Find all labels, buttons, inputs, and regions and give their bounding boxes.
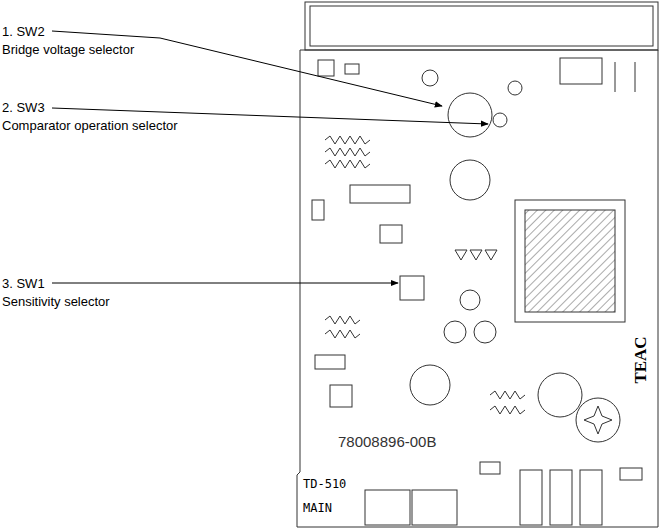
component (480, 462, 500, 474)
trace (635, 62, 636, 92)
transformer (515, 200, 625, 322)
callout-text: Sensitivity selector (2, 294, 110, 310)
trace (615, 62, 616, 92)
board-name: TD-510 (303, 476, 346, 492)
resistor-symbol (325, 160, 370, 168)
capacitor (460, 290, 480, 310)
switch-sw1 (400, 276, 424, 300)
callout-text: Comparator operation selector (2, 118, 178, 134)
terminal (550, 470, 572, 525)
trimmer-star (584, 406, 612, 434)
resistor-symbol (325, 330, 360, 338)
ic-chip (350, 185, 410, 203)
component (312, 200, 324, 220)
brand-mark: TEAC (633, 336, 649, 383)
trimmer (576, 398, 620, 442)
callout-text: Bridge voltage selector (2, 42, 134, 58)
capacitor (450, 160, 490, 200)
component (330, 385, 352, 407)
capacitor (493, 113, 507, 127)
resistor-symbol (490, 391, 525, 399)
capacitor (538, 373, 582, 417)
component (380, 225, 402, 243)
component (315, 355, 345, 369)
board (297, 2, 658, 527)
capacitor (474, 321, 496, 343)
connector (365, 490, 410, 525)
terminal (580, 470, 602, 525)
capacitor (448, 93, 492, 137)
transformer-core (525, 210, 615, 312)
capacitor (410, 365, 450, 405)
resistor-symbol (325, 148, 370, 156)
leader-lines (52, 31, 488, 283)
terminal (520, 470, 542, 525)
capacitor (422, 70, 438, 86)
resistor-symbol (490, 406, 525, 414)
capacitor (508, 81, 522, 95)
component (620, 468, 642, 480)
leader-line (52, 283, 398, 284)
resistor-symbol (325, 136, 370, 144)
callout-number: 2. SW3 (2, 100, 45, 116)
top-connector-inner (310, 6, 653, 46)
callout-number: 1. SW2 (2, 24, 45, 40)
component (345, 64, 359, 74)
component (318, 60, 334, 76)
resistor-symbol (325, 316, 360, 324)
part-number: 78008896-00B (338, 434, 436, 450)
connector (412, 490, 457, 525)
board-name: MAIN (303, 500, 332, 516)
relay (560, 58, 602, 84)
diode-symbol (455, 250, 497, 260)
board-outline (297, 50, 658, 527)
top-connector (305, 2, 658, 50)
capacitor (444, 321, 466, 343)
callout-number: 3. SW1 (2, 276, 45, 292)
